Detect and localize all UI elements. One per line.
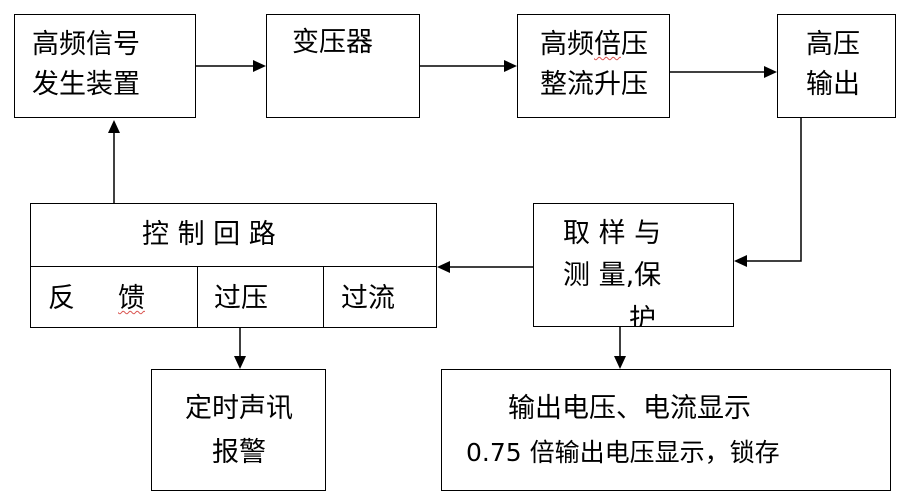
hf-multiplier-label-2: 整流升压 <box>540 69 648 100</box>
sampling-box-clip: 取 样 与 测 量,保 护 <box>533 203 734 327</box>
arrowhead-gen-to-transformer <box>253 60 266 72</box>
control-loop-box <box>30 203 437 328</box>
arrowhead-sampling-to-control <box>437 261 450 273</box>
transformer-box <box>266 14 420 118</box>
hf-multiplier-label-1: 高频倍压 <box>540 28 648 62</box>
hv-output-box <box>777 14 896 118</box>
sampling-label-3: 护 <box>629 304 656 327</box>
arrowhead-control-to-gen <box>108 120 120 133</box>
control-loop-label: 控 制 回 路 <box>142 219 276 250</box>
sampling-label-1: 取 样 与 <box>563 218 662 249</box>
arrowhead-sampling-to-display <box>614 356 626 369</box>
hf-multiplier-label-1b: 倍 <box>594 29 621 60</box>
hf-signal-generator-label-1: 高频信号 <box>32 29 140 60</box>
hv-output-label-2: 输出 <box>806 69 860 100</box>
arrowhead-output-to-sampling <box>734 255 747 267</box>
hf-multiplier-box <box>517 14 670 118</box>
arrowhead-control-to-alarm <box>234 356 246 369</box>
control-loop-divider-v2 <box>323 266 324 327</box>
sampling-label-2: 测 量,保 <box>563 260 662 291</box>
control-loop-divider-v1 <box>197 266 198 327</box>
feedback-label-a: 反 <box>48 283 75 314</box>
overvoltage-label: 过压 <box>214 283 268 314</box>
control-loop-divider-h <box>31 266 436 267</box>
hf-multiplier-label-1c: 压 <box>621 29 648 60</box>
hf-signal-generator-box <box>14 14 196 118</box>
hf-multiplier-label-1a: 高频 <box>540 29 594 60</box>
alarm-label-2: 报警 <box>212 437 266 468</box>
alarm-box <box>151 369 326 491</box>
overcurrent-label: 过流 <box>341 283 395 314</box>
display-box <box>441 369 891 491</box>
display-label-2: 0.75 倍输出电压显示，锁存 <box>466 438 780 467</box>
arrowhead-transformer-to-multiplier <box>504 60 517 72</box>
hv-output-label-1: 高压 <box>806 29 860 60</box>
alarm-label-1: 定时声讯 <box>185 393 293 424</box>
hf-signal-generator-label-2: 发生装置 <box>32 69 140 100</box>
feedback-label-b: 馈 <box>118 283 145 314</box>
display-label-1: 输出电压、电流显示 <box>508 393 751 424</box>
sampling-box <box>533 203 734 327</box>
transformer-label: 变压器 <box>292 27 373 58</box>
arrow-output-to-sampling <box>746 118 802 262</box>
arrowhead-multiplier-to-output <box>764 66 777 78</box>
